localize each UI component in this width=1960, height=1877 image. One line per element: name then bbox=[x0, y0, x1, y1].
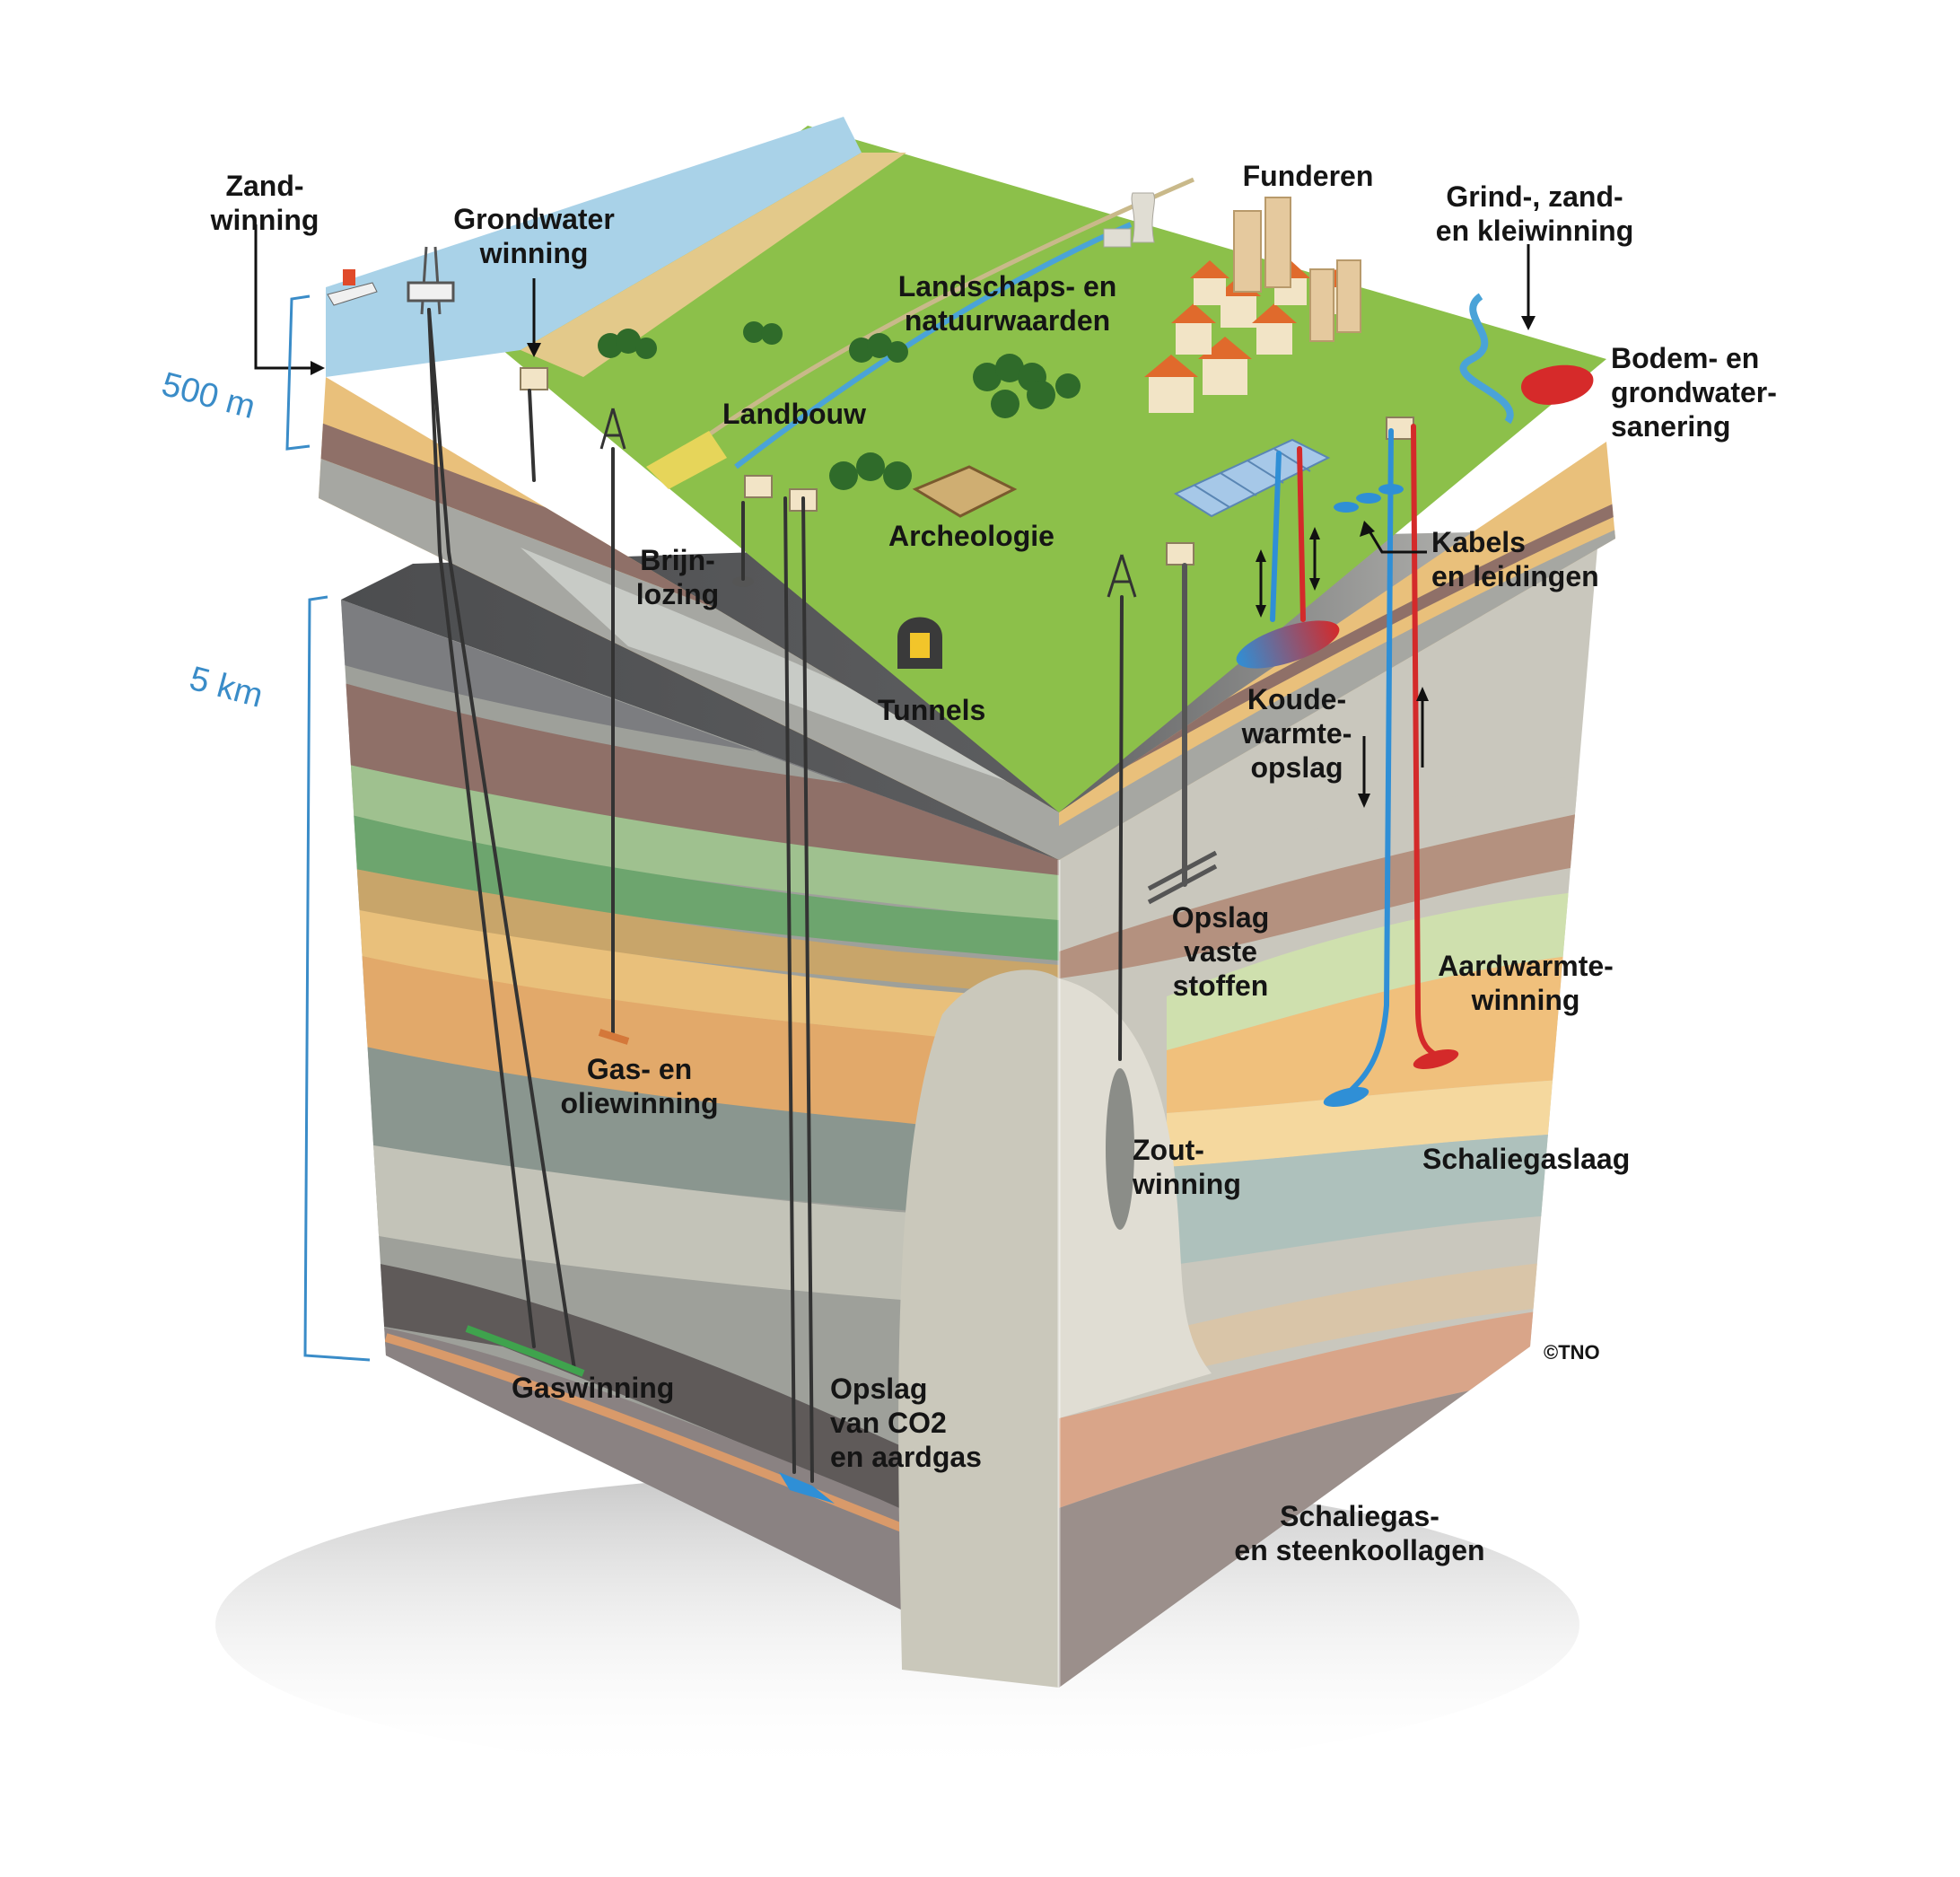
scale-5km-label: 5 km bbox=[186, 660, 267, 715]
label-schaliegaslaag: Schaliegaslaag bbox=[1422, 1142, 1674, 1176]
label-schaliegas-steenkool: Schaliegas- en steenkoollagen bbox=[1207, 1499, 1512, 1567]
label-brijnlozing: Brijn- lozing bbox=[624, 543, 731, 611]
cooling-tower bbox=[1132, 193, 1154, 242]
scale-500m: 500 m bbox=[158, 296, 310, 449]
label-archeologie: Archeologie bbox=[888, 519, 1095, 553]
factory bbox=[1104, 229, 1131, 247]
label-gas-olie: Gas- en oliewinning bbox=[556, 1052, 722, 1120]
label-zoutwinning: Zout- winning bbox=[1133, 1133, 1267, 1201]
well-salt bbox=[1120, 597, 1122, 1059]
well-grondwater bbox=[529, 390, 534, 480]
label-koude-warmte: Koude- warmte- opslag bbox=[1221, 682, 1373, 785]
label-landschap: Landschaps- en natuurwaarden bbox=[875, 269, 1140, 338]
scale-500m-label: 500 m bbox=[158, 365, 259, 426]
label-zandwinning: Zand- winning bbox=[197, 169, 332, 237]
label-landbouw: Landbouw bbox=[722, 397, 902, 431]
salt-cavern bbox=[1106, 1068, 1134, 1230]
well-kwo-warm bbox=[1299, 449, 1303, 619]
copyright: ©TNO bbox=[1544, 1336, 1615, 1370]
label-tunnels: Tunnels bbox=[878, 693, 1021, 727]
label-grind-zand-klei: Grind-, zand- en kleiwinning bbox=[1413, 180, 1656, 248]
label-aardwarmte: Aardwarmte- winning bbox=[1409, 949, 1642, 1017]
label-opslag-co2: Opslag van CO2 en aardgas bbox=[830, 1372, 1010, 1474]
label-funderen: Funderen bbox=[1229, 159, 1387, 193]
label-bodem-sanering: Bodem- en grondwater- sanering bbox=[1611, 341, 1826, 443]
label-kabels: Kabels en leidingen bbox=[1431, 525, 1629, 593]
label-gaswinning: Gaswinning bbox=[512, 1371, 700, 1405]
scale-5km: 5 km bbox=[186, 597, 370, 1360]
label-grondwaterwinning: Grondwater winning bbox=[435, 202, 633, 270]
label-opslag-vaste: Opslag vaste stoffen bbox=[1158, 900, 1283, 1003]
tunnel bbox=[897, 618, 942, 670]
